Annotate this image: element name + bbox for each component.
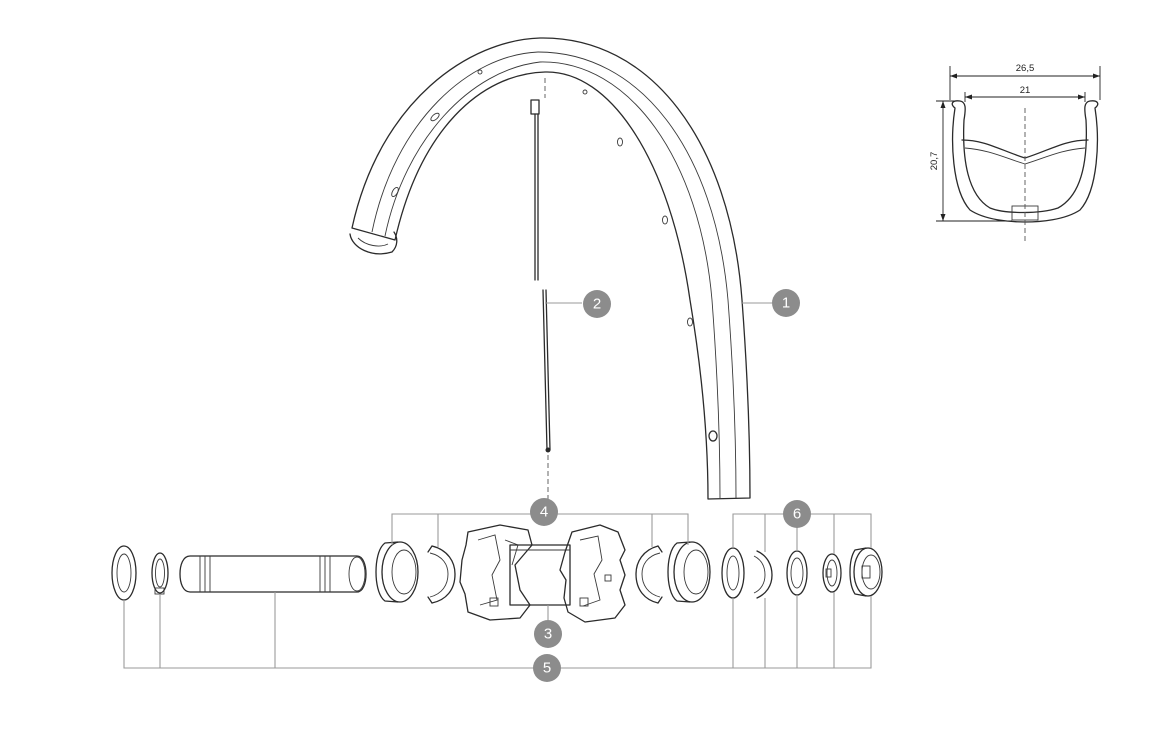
spoke: [530, 78, 551, 520]
left-bearing: [375, 541, 419, 603]
callout-6-label: 6: [793, 506, 801, 523]
right-nut-ring: [822, 553, 842, 593]
right-end-cap: [849, 547, 883, 597]
callout-4-label: 4: [540, 504, 548, 521]
hub-assembly: [111, 524, 883, 623]
callout-2-label: 2: [593, 296, 601, 313]
profile-inner-width: 21: [1020, 85, 1031, 96]
callout-1-label: 1: [782, 295, 790, 312]
profile-height: 20,7: [929, 152, 940, 171]
callout-5-label: 5: [543, 660, 551, 677]
left-snap-ring: [151, 552, 169, 594]
axle: [179, 555, 367, 593]
rim-profile-section: 26,5 21 20,7: [929, 63, 1101, 242]
callout-3-label: 3: [544, 626, 552, 643]
callout-1: 1: [772, 289, 800, 317]
hub-body: [459, 524, 626, 623]
callout-4: 4: [530, 498, 558, 526]
right-washer: [721, 547, 745, 599]
profile-outer-width: 26,5: [1016, 63, 1035, 74]
callout-5: 5: [533, 654, 561, 682]
callout-3: 3: [534, 620, 562, 648]
callout-6: 6: [783, 500, 811, 528]
left-circlip: [431, 545, 456, 604]
right-clip: [756, 550, 773, 599]
callout-2: 2: [583, 290, 611, 318]
right-circlip: [635, 545, 659, 604]
leader-lines: [123, 302, 872, 669]
rim: [349, 37, 751, 500]
right-bearing: [667, 541, 711, 603]
